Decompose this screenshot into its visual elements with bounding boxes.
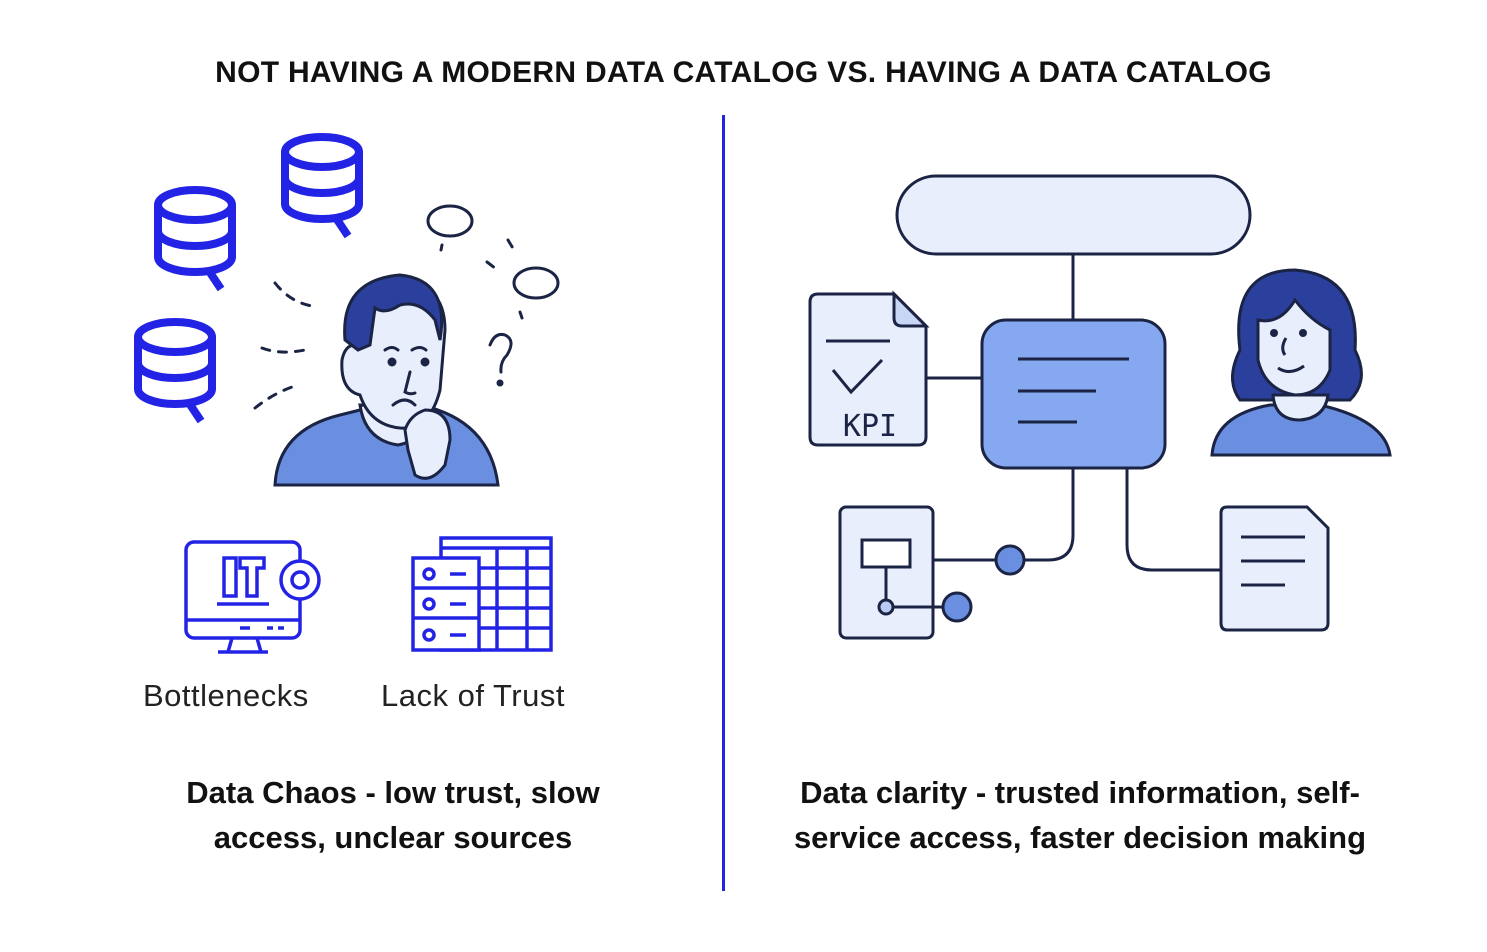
database-icon bbox=[138, 322, 212, 421]
left-caption: Data Chaos - low trust, slow access, unc… bbox=[93, 770, 693, 860]
happy-person-illustration bbox=[1210, 268, 1392, 457]
catalog-diagram: KPI bbox=[808, 174, 1392, 640]
left-caption-line-1: Data Chaos - low trust, slow bbox=[186, 775, 600, 810]
left-caption-line-2: access, unclear sources bbox=[213, 820, 573, 855]
kpi-label: KPI bbox=[843, 409, 897, 444]
database-table-icon bbox=[411, 536, 553, 652]
kpi-document-icon: KPI bbox=[808, 290, 930, 447]
search-bar-shape bbox=[895, 174, 1252, 256]
divider bbox=[722, 115, 725, 891]
diagram-document-icon bbox=[838, 505, 942, 640]
right-caption-line-1: Data clarity - trusted information, self… bbox=[800, 775, 1360, 810]
right-caption: Data clarity - trusted information, self… bbox=[740, 770, 1420, 860]
catalog-hub-box bbox=[980, 318, 1167, 470]
lack-of-trust-label: Lack of Trust bbox=[381, 678, 565, 713]
it-monitor-gear-icon bbox=[184, 540, 321, 654]
confused-person-illustration bbox=[253, 204, 560, 487]
database-icon bbox=[285, 137, 359, 236]
text-document-icon bbox=[1219, 505, 1330, 632]
page-title: NOT HAVING A MODERN DATA CATALOG VS. HAV… bbox=[215, 56, 1272, 89]
bottlenecks-label: Bottlenecks bbox=[143, 678, 309, 713]
right-caption-line-2: service access, faster decision making bbox=[793, 820, 1367, 855]
database-icon bbox=[158, 190, 232, 289]
